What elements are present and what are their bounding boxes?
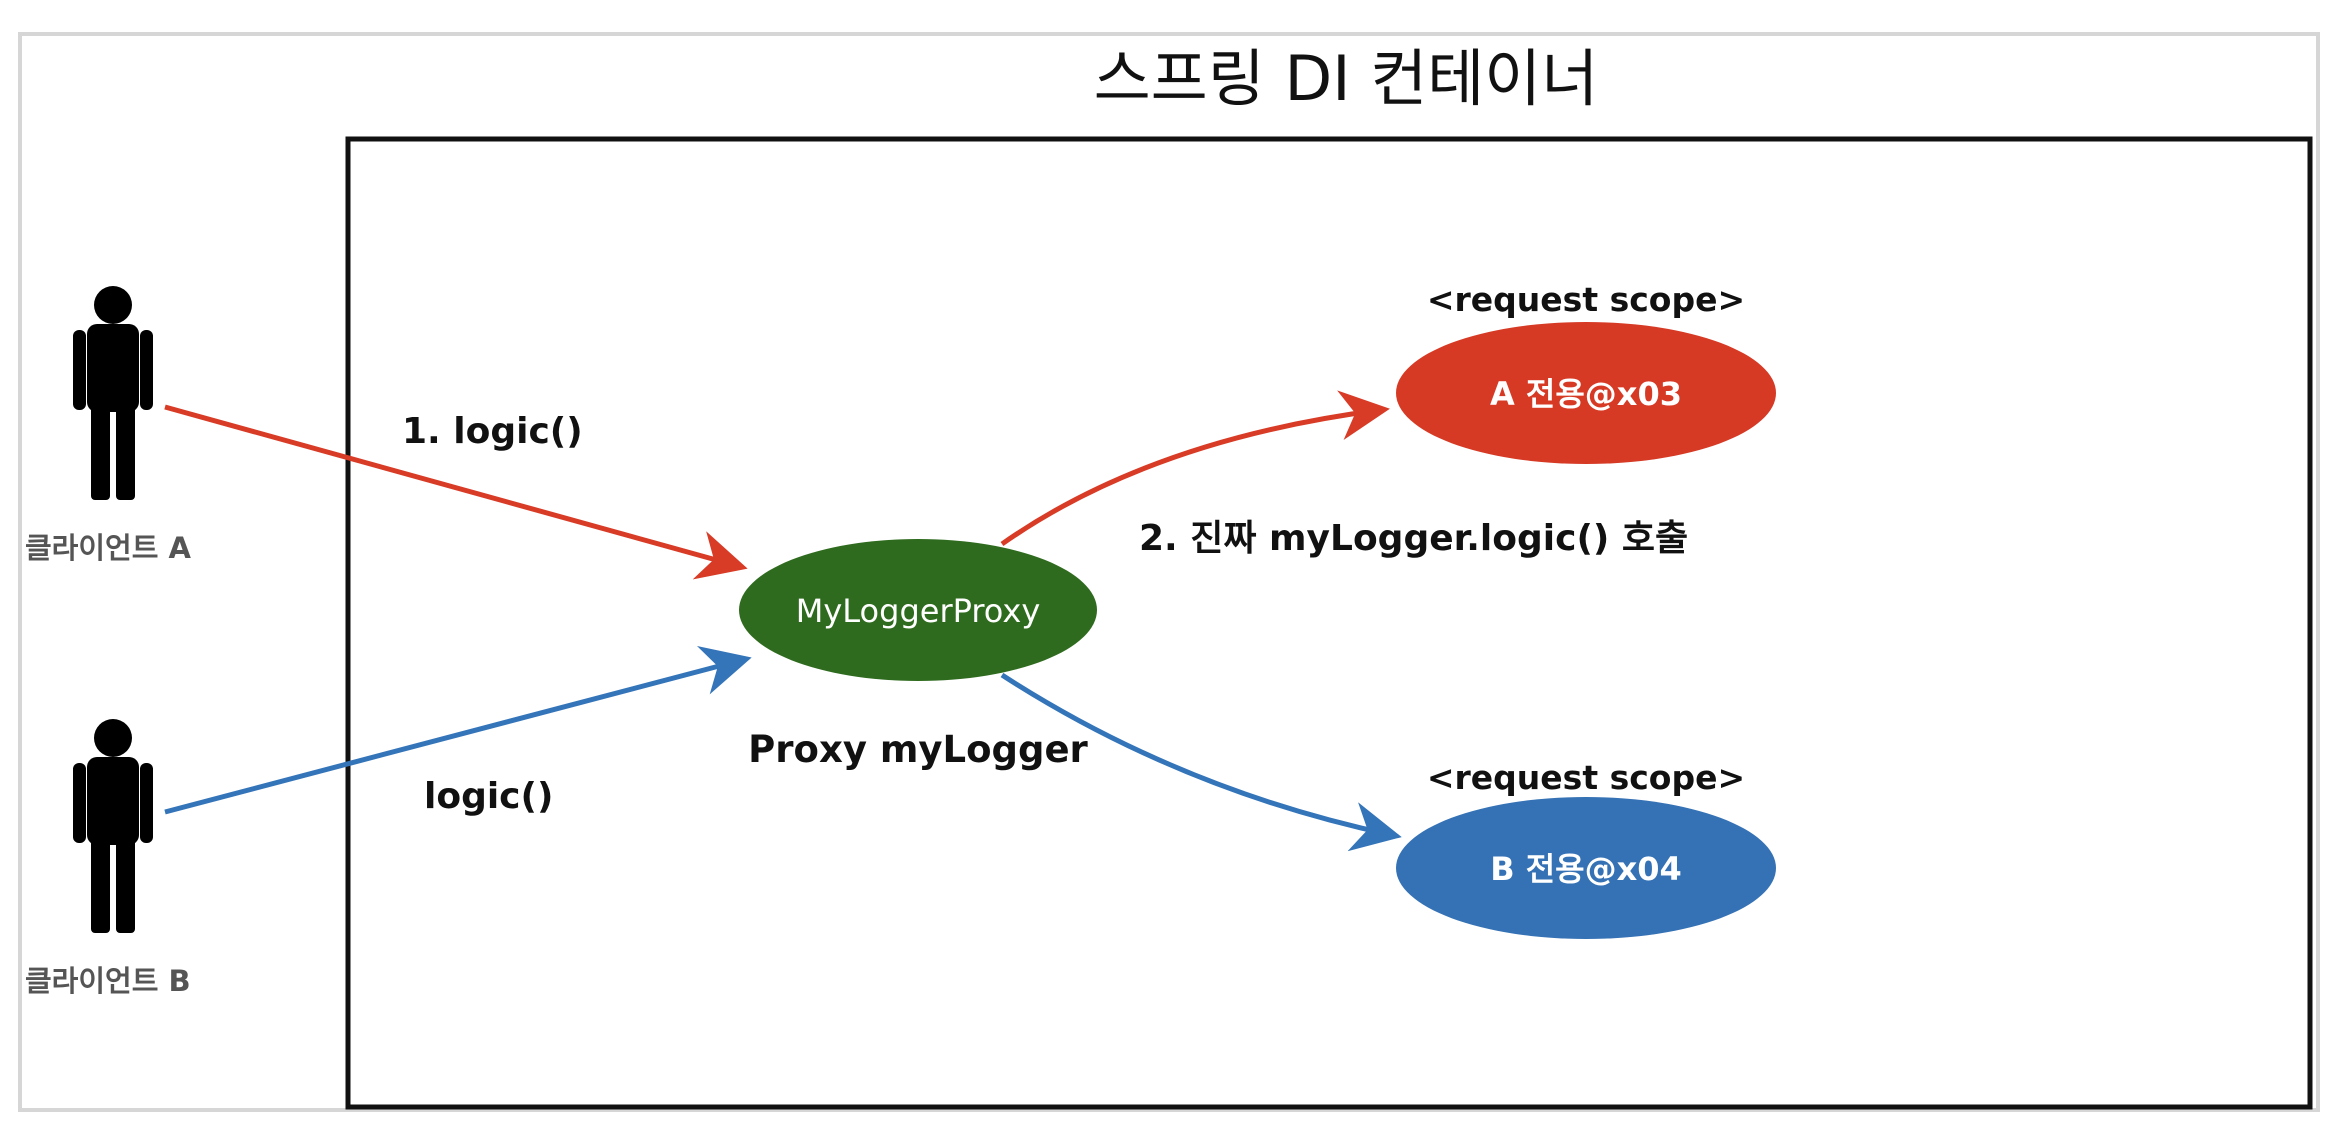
arrow-client-b-to-proxy <box>164 646 752 815</box>
arrow-proxy-to-bean-b <box>1000 672 1402 852</box>
bean-a-label: A 전용@x03 <box>1490 375 1682 413</box>
bean-a-node <box>1396 322 1776 464</box>
arrow-client-a-to-proxy <box>164 404 748 580</box>
arrow-proxy-to-bean-a <box>1000 390 1390 547</box>
edge-label-a-logic: 1. logic() <box>402 411 583 452</box>
client-b-person-icon <box>73 719 153 933</box>
proxy-node <box>739 539 1097 681</box>
proxy-caption: Proxy myLogger <box>748 728 1088 771</box>
bean-b-label: B 전용@x04 <box>1490 850 1682 888</box>
bean-a-scope-label: <request scope> <box>1427 280 1745 319</box>
client-a-label: 클라이언트 A <box>25 531 191 565</box>
bean-b-node <box>1396 797 1776 939</box>
proxy-node-label: MyLoggerProxy <box>796 592 1041 630</box>
bean-b-scope-label: <request scope> <box>1427 758 1745 797</box>
di-container-box <box>345 136 2313 1110</box>
client-b-label: 클라이언트 B <box>25 964 191 998</box>
edge-label-real-call: 2. 진짜 myLogger.logic() 호출 <box>1139 518 1688 559</box>
outer-frame <box>18 32 2320 1112</box>
container-title: 스프링 DI 컨테이너 <box>1094 42 1599 115</box>
edge-label-b-logic: logic() <box>424 776 553 817</box>
client-a-person-icon <box>73 286 153 500</box>
